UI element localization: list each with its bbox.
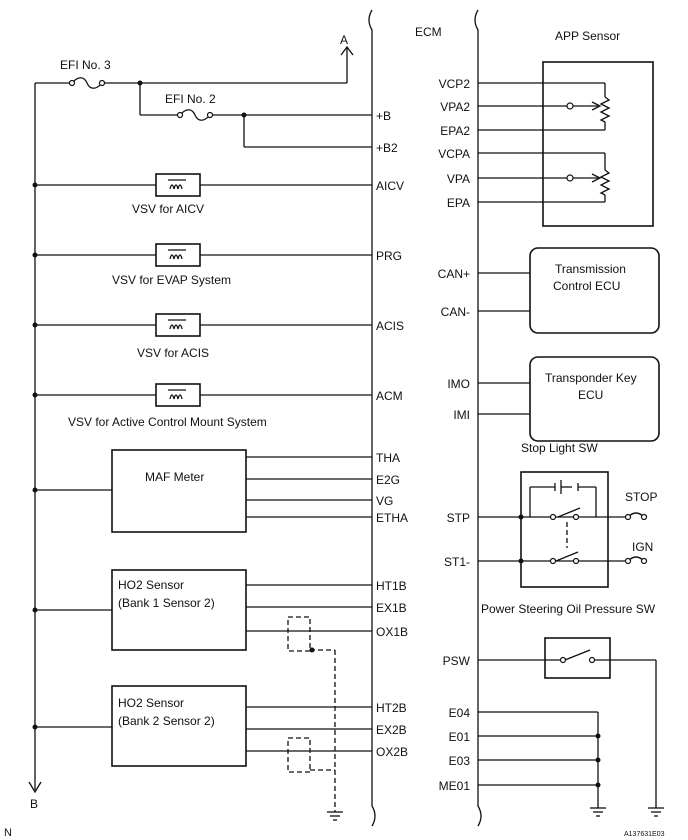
pin-vg: VG bbox=[376, 494, 393, 508]
pin-e2g: E2G bbox=[376, 473, 400, 487]
pin-epa: EPA bbox=[447, 196, 470, 210]
pin-psw: PSW bbox=[443, 654, 471, 668]
stop-light-sw-label: Stop Light SW bbox=[521, 441, 598, 455]
ecm-body bbox=[368, 9, 482, 827]
fuse-efi-no2 bbox=[176, 109, 214, 121]
pin-ex1b: EX1B bbox=[376, 601, 407, 615]
ecm-ground bbox=[478, 711, 606, 817]
pin-canp: CAN+ bbox=[438, 267, 470, 281]
vsv-aicv bbox=[32, 173, 372, 197]
ho2-bank1 bbox=[32, 569, 372, 652]
pin-ox1b: OX1B bbox=[376, 625, 408, 639]
app-sensor bbox=[478, 61, 654, 227]
maf-meter bbox=[32, 449, 372, 533]
vsv-acm bbox=[32, 383, 372, 407]
ecm-left-pins: +B +B2 AICV PRG ACIS ACM THA E2G VG ETHA… bbox=[376, 109, 408, 759]
transmission-control-ecu bbox=[478, 247, 660, 334]
ho2-bank2-line2: (Bank 2 Sensor 2) bbox=[118, 714, 215, 728]
connector-b-label: B bbox=[30, 797, 38, 811]
fuse-efi2-label: EFI No. 2 bbox=[165, 92, 216, 106]
pin-etha: ETHA bbox=[376, 511, 408, 525]
connector-a-label: A bbox=[340, 33, 348, 47]
ho2-bank1-line2: (Bank 1 Sensor 2) bbox=[118, 596, 215, 610]
ho2-bank1-line1: HO2 Sensor bbox=[118, 578, 184, 592]
pin-ex2b: EX2B bbox=[376, 723, 407, 737]
ecm-right-pins: VCP2 VPA2 EPA2 VCPA VPA EPA CAN+ CAN- IM… bbox=[438, 77, 471, 793]
pin-acis: ACIS bbox=[376, 319, 404, 333]
ho2-bank2-line1: HO2 Sensor bbox=[118, 696, 184, 710]
pin-aicv: AICV bbox=[376, 179, 404, 193]
ho2-bank2 bbox=[32, 685, 372, 773]
pin-st1: ST1- bbox=[444, 555, 470, 569]
pin-imo: IMO bbox=[447, 377, 470, 391]
pin-prg: PRG bbox=[376, 249, 402, 263]
pin-vpa: VPA bbox=[447, 172, 470, 186]
stop-label: STOP bbox=[625, 490, 657, 504]
corner-mark-left: N bbox=[4, 827, 12, 839]
tcm-line1: Transmission bbox=[555, 262, 626, 276]
ign-label: IGN bbox=[632, 540, 653, 554]
tcm-line2: Control ECU bbox=[553, 279, 620, 293]
pin-epa2: EPA2 bbox=[440, 124, 470, 138]
maf-meter-label: MAF Meter bbox=[145, 470, 204, 484]
pin-e03: E03 bbox=[449, 754, 471, 768]
power-steering-switch bbox=[478, 637, 664, 817]
pin-e04: E04 bbox=[449, 706, 471, 720]
vsv-acis-label: VSV for ACIS bbox=[137, 346, 209, 360]
pin-ox2b: OX2B bbox=[376, 745, 408, 759]
pin-vpa2: VPA2 bbox=[440, 100, 470, 114]
pin-ht2b: HT2B bbox=[376, 701, 407, 715]
fuse-efi-no3 bbox=[68, 77, 106, 89]
ps-sw-label: Power Steering Oil Pressure SW bbox=[481, 602, 656, 616]
pin-imi: IMI bbox=[453, 408, 470, 422]
pin-b: +B bbox=[376, 109, 391, 123]
pin-vcp2: VCP2 bbox=[439, 77, 471, 91]
vsv-acm-label: VSV for Active Control Mount System bbox=[68, 415, 267, 429]
vsv-acis bbox=[32, 313, 372, 337]
fuse-efi3-label: EFI No. 3 bbox=[60, 58, 111, 72]
pin-vcpa: VCPA bbox=[438, 147, 470, 161]
vsv-evap-label: VSV for EVAP System bbox=[112, 273, 231, 287]
pin-acm: ACM bbox=[376, 389, 403, 403]
pin-stp: STP bbox=[447, 511, 470, 525]
vsv-aicv-label: VSV for AICV bbox=[132, 202, 204, 216]
transponder-line1: Transponder Key bbox=[545, 371, 637, 385]
ho2-shield-ground bbox=[309, 647, 343, 821]
transponder-key-ecu bbox=[478, 356, 660, 442]
transponder-line2: ECU bbox=[578, 388, 603, 402]
vsv-evap bbox=[32, 243, 372, 267]
pin-b2: +B2 bbox=[376, 141, 398, 155]
ecm-title: ECM bbox=[415, 25, 442, 39]
stop-light-switch bbox=[478, 471, 648, 588]
app-sensor-label: APP Sensor bbox=[555, 29, 620, 43]
figure-code: A137631E03 bbox=[624, 831, 665, 838]
pin-ht1b: HT1B bbox=[376, 579, 407, 593]
pin-canm: CAN- bbox=[441, 305, 470, 319]
pin-tha: THA bbox=[376, 451, 400, 465]
pin-me01: ME01 bbox=[439, 779, 471, 793]
pin-e01: E01 bbox=[449, 730, 471, 744]
